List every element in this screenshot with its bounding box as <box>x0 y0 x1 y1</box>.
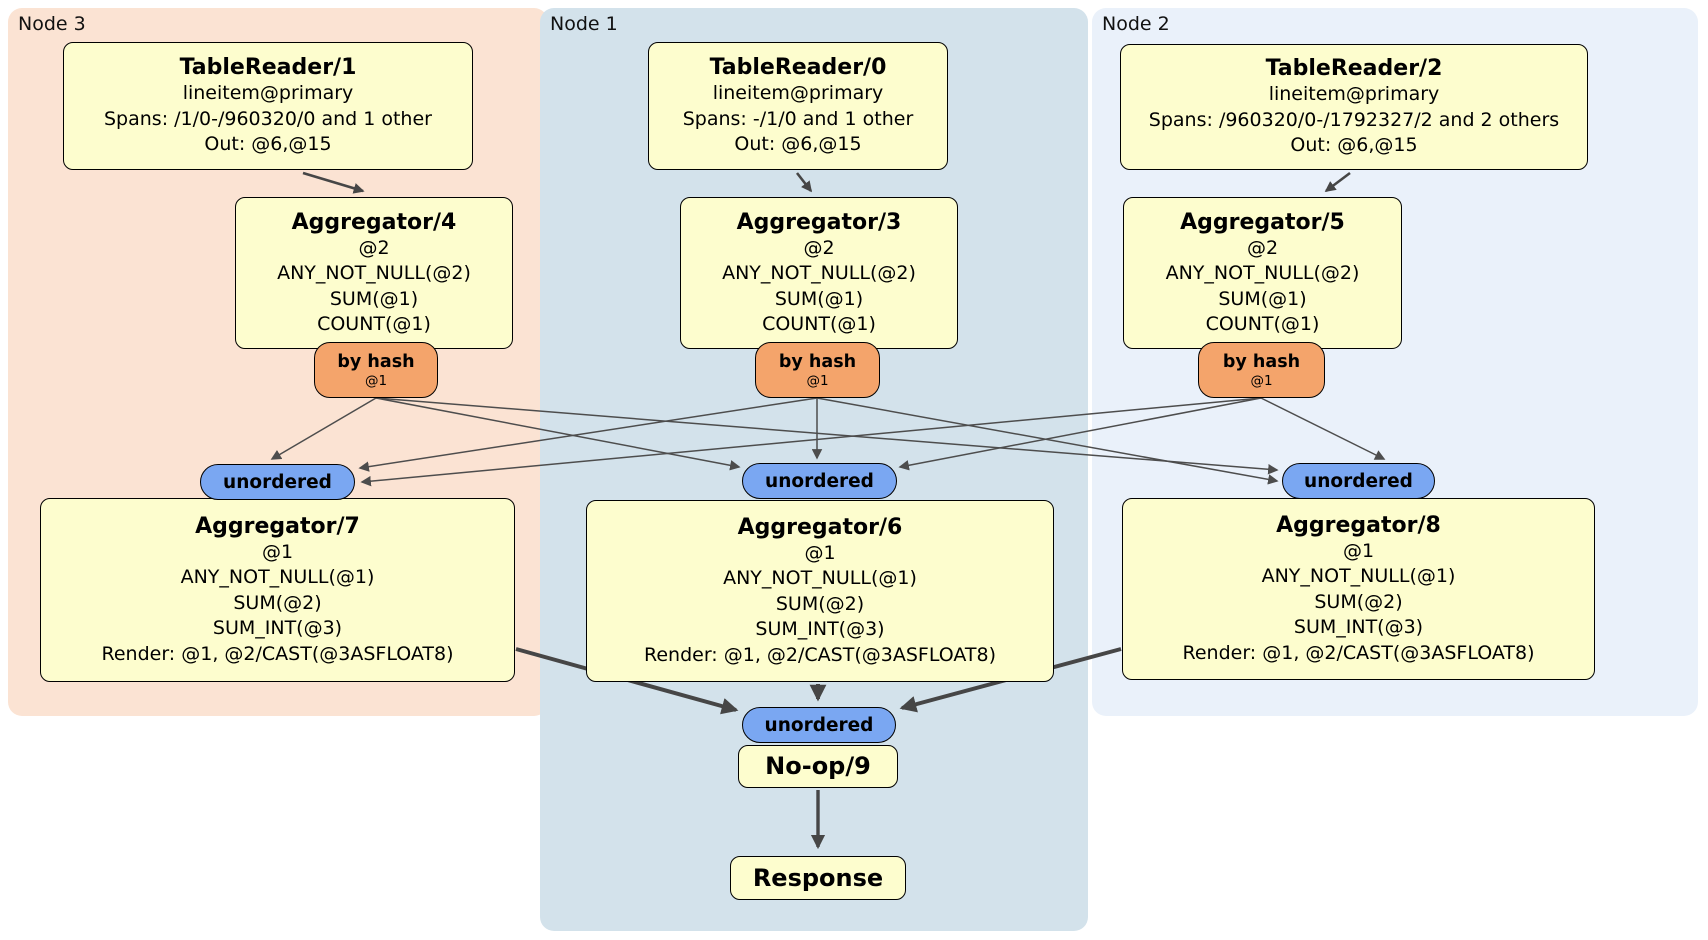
panel-node-2-label: Node 2 <box>1102 13 1170 35</box>
processor-detail: SUM(@1) <box>329 287 419 310</box>
panel-node-3-label: Node 3 <box>18 13 86 35</box>
router-detail: @1 <box>364 372 388 389</box>
processor-detail: SUM(@1) <box>774 287 864 310</box>
processor-detail: COUNT(@1) <box>1205 313 1320 335</box>
processor-detail: COUNT(@1) <box>762 313 876 335</box>
processor-detail: Render: @1, @2/CAST(@3ASFLOAT8) <box>644 643 996 666</box>
processor-aggregator-4: Aggregator/4 @2 ANY_NOT_NULL(@2) SUM(@1)… <box>235 197 513 349</box>
processor-detail: Out: @6,@15 <box>1290 134 1418 157</box>
processor-detail: lineitem@primary <box>182 82 354 105</box>
processor-title: TableReader/0 <box>709 55 887 81</box>
processor-title: Aggregator/7 <box>195 513 360 539</box>
hash-router-agg5: by hash @1 <box>1198 342 1325 398</box>
processor-title: Aggregator/3 <box>736 209 902 235</box>
processor-detail: SUM(@1) <box>1218 287 1307 310</box>
processor-title: Response <box>752 863 884 892</box>
sync-unordered-final: unordered <box>742 707 896 743</box>
processor-noop-9: No-op/9 <box>738 745 898 788</box>
processor-detail: ANY_NOT_NULL(@2) <box>722 262 916 284</box>
sync-unordered-agg6: unordered <box>742 463 897 499</box>
processor-detail: lineitem@primary <box>712 82 884 105</box>
processor-detail: ANY_NOT_NULL(@2) <box>1165 262 1360 284</box>
processor-detail: SUM(@2) <box>1314 590 1403 613</box>
processor-response: Response <box>730 856 906 900</box>
processor-aggregator-7: Aggregator/7 @1 ANY_NOT_NULL(@1) SUM(@2)… <box>40 498 515 682</box>
router-detail: @1 <box>806 372 829 389</box>
edge-r4-u7 <box>270 397 377 460</box>
processor-title: Aggregator/6 <box>737 514 903 540</box>
processor-detail: @2 <box>1246 236 1279 259</box>
router-label: by hash <box>337 351 415 372</box>
processor-detail: COUNT(@1) <box>317 313 431 335</box>
processor-detail: Spans: /960320/0-/1792327/2 and 2 others <box>1148 108 1560 131</box>
processor-detail: SUM_INT(@3) <box>1293 616 1424 639</box>
processor-title: No-op/9 <box>765 752 871 780</box>
sync-unordered-agg7: unordered <box>200 464 355 500</box>
processor-title: TableReader/2 <box>1265 56 1443 82</box>
processor-detail: SUM(@2) <box>775 592 865 615</box>
processor-detail: ANY_NOT_NULL(@1) <box>1261 565 1456 588</box>
edge-tr2-agg5 <box>1324 171 1351 193</box>
processor-detail: @1 <box>261 540 294 563</box>
processor-title: Aggregator/8 <box>1276 512 1441 538</box>
processor-detail: Out: @6,@15 <box>734 133 862 156</box>
tablereader-arrows <box>302 171 1351 194</box>
processor-detail: @1 <box>804 541 836 564</box>
edge-tr0-agg3 <box>795 172 813 193</box>
processor-detail: ANY_NOT_NULL(@1) <box>723 567 917 590</box>
processor-aggregator-3: Aggregator/3 @2 ANY_NOT_NULL(@2) SUM(@1)… <box>680 197 958 349</box>
router-detail: @1 <box>1250 372 1273 389</box>
processor-title: Aggregator/5 <box>1180 209 1345 235</box>
edge-r5-u7 <box>360 397 1262 487</box>
processor-tablereader-1: TableReader/1 lineitem@primary Spans: /1… <box>63 42 473 170</box>
processor-detail: SUM_INT(@3) <box>212 617 343 640</box>
processor-title: TableReader/1 <box>179 55 357 81</box>
processor-detail: Spans: /1/0-/960320/0 and 1 other <box>104 107 432 130</box>
panel-node-1-label: Node 1 <box>550 13 618 35</box>
processor-detail: ANY_NOT_NULL(@1) <box>180 566 375 589</box>
hash-router-agg3: by hash @1 <box>755 342 880 398</box>
processor-detail: @2 <box>803 236 835 259</box>
router-label: by hash <box>1222 351 1301 372</box>
processor-tablereader-2: TableReader/2 lineitem@primary Spans: /9… <box>1120 44 1588 170</box>
edge-r5-u6 <box>898 397 1262 471</box>
hash-router-agg4: by hash @1 <box>314 342 438 398</box>
processor-detail: Render: @1, @2/CAST(@3ASFLOAT8) <box>101 642 454 665</box>
processor-detail: SUM_INT(@3) <box>755 618 885 641</box>
processor-aggregator-6: Aggregator/6 @1 ANY_NOT_NULL(@1) SUM(@2)… <box>586 500 1054 682</box>
sync-unordered-agg8: unordered <box>1282 463 1435 499</box>
edge-r4-u8 <box>375 397 1279 475</box>
hash-router-streams <box>270 397 1386 487</box>
processor-detail: lineitem@primary <box>1268 83 1440 106</box>
processor-title: Aggregator/4 <box>291 209 457 235</box>
processor-detail: @1 <box>1342 539 1375 562</box>
processor-tablereader-0: TableReader/0 lineitem@primary Spans: -/… <box>648 42 948 170</box>
processor-detail: @2 <box>358 236 390 259</box>
edge-r3-u7 <box>358 397 818 472</box>
edge-tr1-agg4 <box>302 171 365 194</box>
processor-detail: Render: @1, @2/CAST(@3ASFLOAT8) <box>1182 641 1535 664</box>
edge-r5-u8 <box>1260 397 1386 460</box>
processor-detail: Spans: -/1/0 and 1 other <box>682 107 914 130</box>
processor-aggregator-5: Aggregator/5 @2 ANY_NOT_NULL(@2) SUM(@1)… <box>1123 197 1402 349</box>
processor-detail: ANY_NOT_NULL(@2) <box>277 262 471 284</box>
processor-detail: Out: @6,@15 <box>204 133 332 156</box>
processor-detail: SUM(@2) <box>233 591 322 614</box>
processor-aggregator-8: Aggregator/8 @1 ANY_NOT_NULL(@1) SUM(@2)… <box>1122 498 1595 680</box>
router-label: by hash <box>778 351 857 372</box>
edge-r4-u6 <box>375 397 741 471</box>
